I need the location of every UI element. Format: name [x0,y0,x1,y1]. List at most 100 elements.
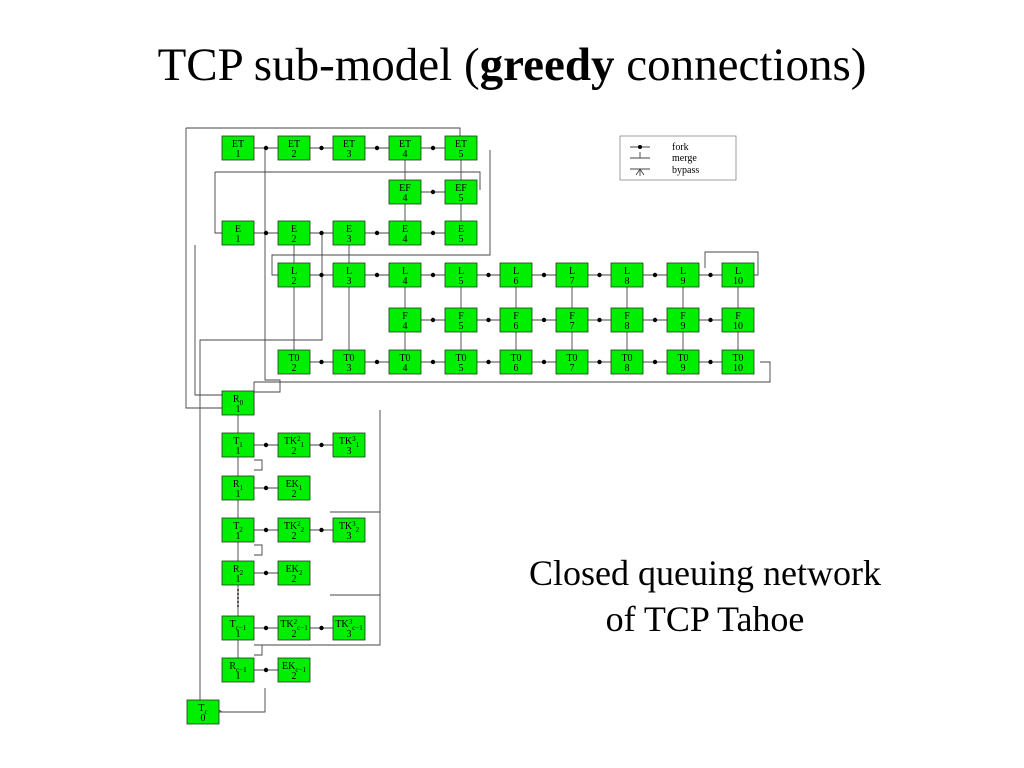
node-index: 1 [236,531,241,542]
node-et3: ET3 [332,135,366,161]
title-prefix: TCP sub-model ( [157,39,480,91]
node-label: TK21 [284,435,305,449]
fork-dot [486,317,491,323]
title-suffix: connections) [614,39,867,91]
node-l10: L10 [721,262,755,288]
fork-dot [263,485,269,491]
node-label: EF [399,183,411,194]
fork-dot [263,625,269,631]
node-label: E [235,224,241,235]
node-box [388,262,422,288]
fork-dot [652,317,658,323]
fork-dot [319,145,324,151]
node-tc: Tc0 [186,699,220,725]
fork-dot [430,359,436,365]
node-index: 5 [459,193,464,204]
node-label: Rc−1 [229,661,247,674]
node-e2: E2 [277,220,311,246]
node-index: 9 [681,276,686,287]
node-label: F [680,311,686,322]
fork-icon [638,145,642,149]
node-index: 10 [733,321,743,332]
node-box [332,615,366,641]
node-t03: T03 [332,349,366,375]
node-label: E [346,224,352,235]
node-f7: F7 [555,307,589,333]
e-bypass [199,233,323,700]
node-label: ET [288,139,300,150]
tkc-merge [254,644,263,656]
node-box [277,432,311,458]
node-label: EK1 [286,479,303,492]
node-r1: R11 [221,475,255,501]
node-t06: T06 [499,349,533,375]
node-index: 5 [459,363,464,374]
node-box [221,220,255,246]
node-box [388,220,422,246]
node-index: 5 [459,234,464,245]
fork-dot [541,359,547,365]
node-index: 1 [236,489,241,500]
fork-dot [430,317,436,323]
node-f8: F8 [610,307,644,333]
node-box [444,262,478,288]
node-l4: L4 [388,262,422,288]
node-label: R0 [233,394,244,407]
node-label: E [291,224,297,235]
node-label: L [458,266,464,277]
node-box [499,262,533,288]
node-index: 6 [514,363,519,374]
fork-dot [319,230,324,236]
node-box [277,615,311,641]
node-index: 8 [625,321,630,332]
fork-dot [430,145,436,151]
caption-line-2: of TCP Tahoe [605,599,805,639]
node-label: T0 [621,353,632,364]
node-index: 6 [514,321,519,332]
node-l8: L8 [610,262,644,288]
fork-dot [263,527,269,533]
node-box [332,262,366,288]
node-label: T0 [399,353,410,364]
node-index: 10 [733,363,743,374]
node-box [499,307,533,333]
node-et5: ET5 [444,135,478,161]
fork-dot [708,359,713,365]
fork-dot [430,272,436,278]
legend-fork: fork [672,142,689,153]
node-t2: T21 [221,517,255,543]
node-box [277,560,311,586]
node-box [277,135,311,161]
node-index: 3 [347,531,352,542]
node-label: TK2c−1 [280,618,308,632]
node-label: T0 [510,353,521,364]
node-label: T0 [677,353,688,364]
node-box [666,307,700,333]
node-index: 2 [292,531,297,542]
node-box [388,179,422,205]
node-label: E [402,224,408,235]
node-index: 5 [459,276,464,287]
node-box [444,307,478,333]
slide-title: TCP sub-model (greedy connections) [0,30,1024,100]
node-et4: ET4 [388,135,422,161]
fork-dot [319,625,324,631]
node-label: TK32 [339,520,360,534]
node-label: L [291,266,297,277]
node-label: F [569,311,575,322]
ellipsis-dot [237,605,239,607]
fork-dot [486,272,491,278]
fork-dot [263,570,269,576]
node-f4: F4 [388,307,422,333]
node-box [221,517,255,543]
node-label: TK22 [284,520,305,534]
node-tkc-3: TK3c−13 [332,615,366,641]
node-index: 1 [236,671,241,682]
node-index: 0 [201,713,206,724]
caption-line-1: Closed queuing network [529,553,881,593]
